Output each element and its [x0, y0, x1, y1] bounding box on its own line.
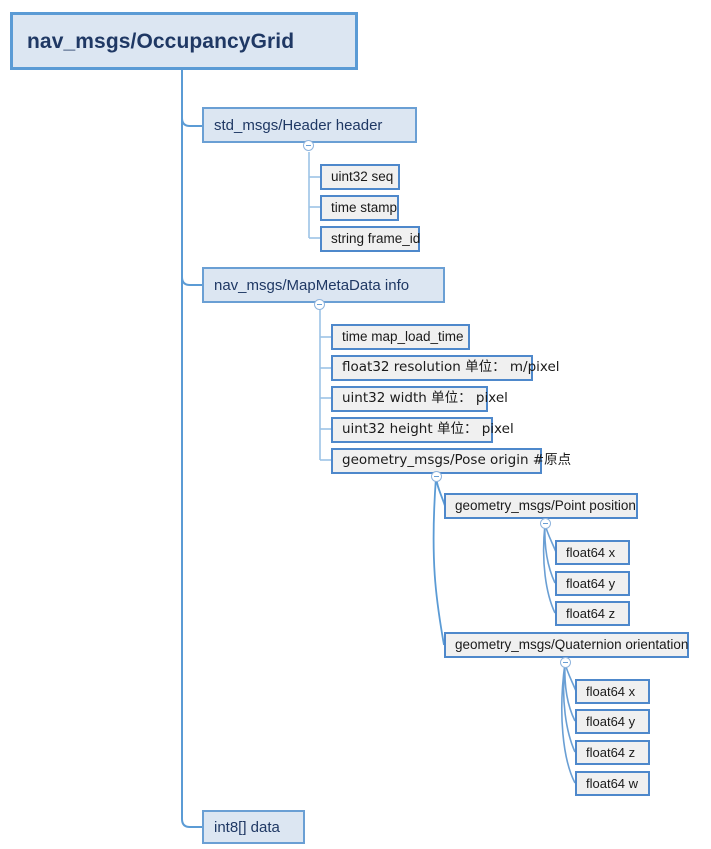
leaf-node-orientation-2-label: float64 z	[586, 745, 636, 760]
leaf-node-header-1-label: time stamp	[331, 200, 398, 216]
leaf-node-position-0[interactable]: float64 x	[555, 540, 630, 565]
leaf-node-orientation-3[interactable]: float64 w	[575, 771, 650, 796]
leaf-node-position-2[interactable]: float64 z	[555, 601, 630, 626]
leaf-node-header-2-label: string frame_id	[331, 231, 421, 247]
leaf-node-info-2[interactable]: uint32 width 单位： pixel	[331, 386, 508, 412]
leaf-node-header-2[interactable]: string frame_id	[320, 226, 420, 252]
collapse-toggle-position-icon[interactable]	[540, 518, 551, 529]
leaf-node-info-0-label: time map_load_time	[342, 329, 464, 345]
root-node-label: nav_msgs/OccupancyGrid	[27, 29, 295, 53]
leaf-node-info-2-label: uint32 width 单位： pixel	[342, 390, 508, 407]
leaf-node-header-1[interactable]: time stamp	[320, 195, 399, 221]
leaf-node-header-0-label: uint32 seq	[331, 169, 394, 185]
node-point-position[interactable]: geometry_msgs/Point position	[444, 493, 638, 519]
leaf-node-info-3-label: uint32 height 单位： pixel	[342, 421, 514, 438]
leaf-node-orientation-1-label: float64 y	[586, 714, 636, 729]
branch-node-data[interactable]: int8[] data	[202, 810, 305, 844]
leaf-node-position-0-label: float64 x	[566, 545, 616, 560]
collapse-toggle-pose-icon[interactable]	[431, 471, 442, 482]
branch-node-info-label: nav_msgs/MapMetaData info	[214, 276, 410, 294]
leaf-node-info-1[interactable]: float32 resolution 单位： m/pixel	[331, 355, 560, 381]
leaf-node-position-1-label: float64 y	[566, 576, 616, 591]
collapse-toggle-info-icon[interactable]	[314, 299, 325, 310]
node-quaternion-orientation-label: geometry_msgs/Quaternion orientation	[455, 637, 689, 653]
leaf-node-info-0[interactable]: time map_load_time	[331, 324, 470, 350]
leaf-node-header-0[interactable]: uint32 seq	[320, 164, 400, 190]
leaf-node-position-2-label: float64 z	[566, 606, 616, 621]
node-quaternion-orientation[interactable]: geometry_msgs/Quaternion orientation	[444, 632, 689, 658]
collapse-toggle-header-icon[interactable]	[303, 140, 314, 151]
branch-node-info[interactable]: nav_msgs/MapMetaData info	[202, 267, 445, 303]
node-point-position-label: geometry_msgs/Point position	[455, 498, 636, 514]
root-node-occupancygrid[interactable]: nav_msgs/OccupancyGrid	[10, 12, 358, 70]
leaf-node-info-3[interactable]: uint32 height 单位： pixel	[331, 417, 514, 443]
leaf-node-info-1-label: float32 resolution 单位： m/pixel	[342, 359, 560, 376]
leaf-node-position-1[interactable]: float64 y	[555, 571, 630, 596]
leaf-node-orientation-2[interactable]: float64 z	[575, 740, 650, 765]
leaf-node-info-4-label: geometry_msgs/Pose origin #原点	[342, 452, 572, 469]
branch-node-header-label: std_msgs/Header header	[214, 116, 383, 134]
leaf-node-orientation-3-label: float64 w	[586, 776, 639, 791]
branch-node-header[interactable]: std_msgs/Header header	[202, 107, 417, 143]
leaf-node-orientation-0-label: float64 x	[586, 684, 636, 699]
branch-node-data-label: int8[] data	[214, 818, 280, 836]
leaf-node-orientation-0[interactable]: float64 x	[575, 679, 650, 704]
collapse-toggle-orientation-icon[interactable]	[560, 657, 571, 668]
leaf-node-orientation-1[interactable]: float64 y	[575, 709, 650, 734]
